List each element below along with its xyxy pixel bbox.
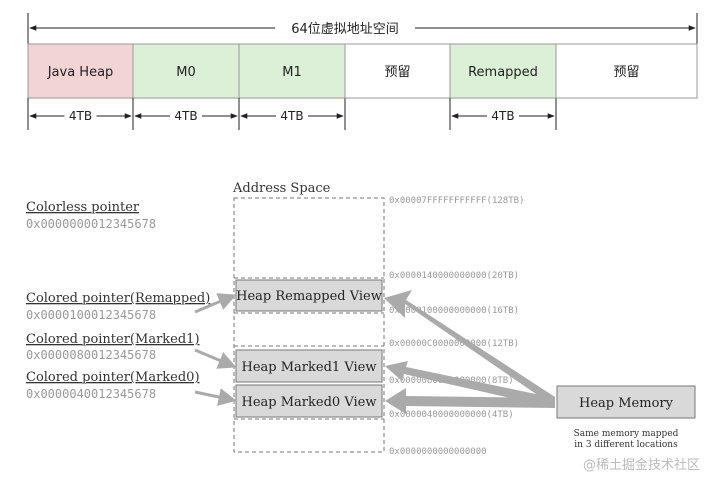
pointer-arrow (194, 293, 237, 314)
segment-label: 预留 (613, 65, 639, 80)
address-label: 0x00000C0000000000(12TB) (389, 339, 519, 349)
pointer-arrow (194, 388, 237, 406)
segment-label: M1 (282, 65, 302, 80)
pointer-value: 0x0000040012345678 (26, 387, 156, 401)
heap-memory-note: in 3 different locations (574, 440, 678, 450)
pointer-arrow (194, 348, 237, 369)
segment-size: 4TB (69, 109, 92, 123)
watermark: @稀土掘金技术社区 (583, 457, 700, 473)
segment-label: Remapped (468, 65, 538, 80)
segment-label: M0 (176, 65, 196, 80)
heap-memory-box (556, 385, 696, 419)
pointer-label-colorless: Colorless pointer (26, 200, 140, 215)
address-label: 0x0000140000000000(20TB) (389, 271, 519, 281)
address-label: 0x00007FFFFFFFFFFF(128TB) (389, 196, 524, 206)
segment-box (27, 43, 134, 99)
mapping-arrow-remapped (384, 290, 555, 407)
segment-size: 4TB (280, 109, 303, 123)
pointer-label-remapped: Colored pointer(Remapped) (26, 291, 210, 306)
segment-box (344, 43, 451, 99)
segment-label: Java Heap (47, 65, 114, 80)
mapping-arrow-marked1 (385, 361, 555, 408)
pointer-label-marked0: Colored pointer(Marked0) (26, 370, 200, 385)
segment-label: 预留 (384, 65, 410, 80)
view-label: Heap Marked1 View (242, 360, 377, 375)
segment-size: 4TB (174, 109, 197, 123)
heap-remapped-view (235, 279, 383, 312)
segment-box (449, 43, 557, 99)
heap-memory-note: Same memory mapped (574, 429, 679, 439)
diagram-title: 64位虚拟地址空间 (291, 22, 399, 37)
virtual-address-space-diagram: 64位虚拟地址空间 Java Heap 4TB M0 4TB M1 4TB 预留 Remapp… (27, 13, 698, 130)
address-label: 0x0000000000000000 (389, 447, 487, 457)
view-label: Heap Remapped View (236, 289, 382, 304)
heap-memory-label: Heap Memory (579, 396, 674, 411)
pointer-value: 0x0000100012345678 (26, 308, 156, 322)
mapping-arrows (384, 290, 555, 414)
segment-box (238, 43, 346, 99)
mapping-arrow-marked0 (385, 388, 555, 414)
heap-marked1-view (235, 349, 383, 383)
view-label: Heap Marked0 View (242, 395, 377, 410)
pointer-value: 0x0000000012345678 (26, 217, 156, 231)
address-label: 0x0000080000000000(8TB) (389, 376, 514, 386)
pointer-label-marked1: Colored pointer(Marked1) (26, 332, 200, 347)
pointer-value: 0x0000080012345678 (26, 348, 156, 362)
segment-size: 4TB (491, 109, 514, 123)
heap-marked0-view (235, 384, 383, 418)
address-label: 0x0000040000000000(4TB) (389, 410, 514, 420)
segment-box (555, 43, 698, 99)
address-space-title: Address Space (232, 181, 331, 196)
segment-box (132, 43, 240, 99)
address-label: 0x0000100000000000(16TB) (389, 306, 519, 316)
address-space-column (233, 197, 385, 453)
